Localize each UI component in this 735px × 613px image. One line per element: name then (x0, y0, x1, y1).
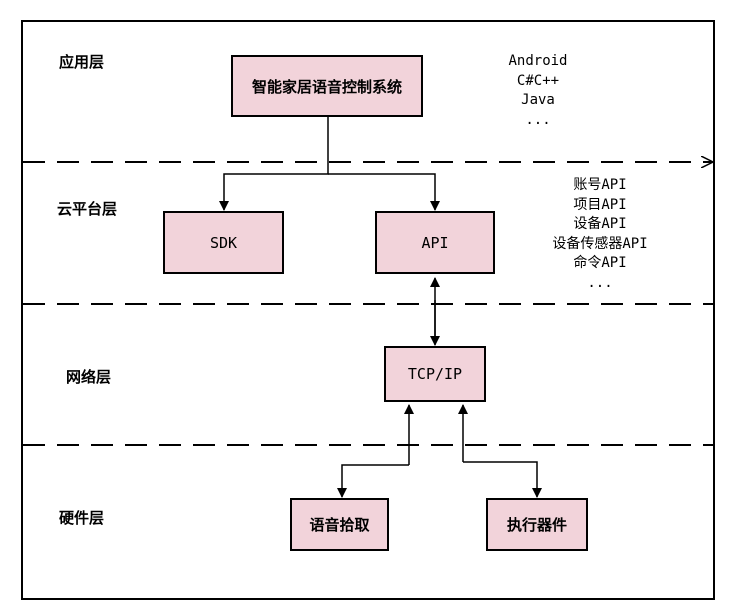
connector-tcpip-actuator (463, 461, 542, 498)
note-languages-line: Android (508, 53, 568, 69)
note-api-line: 设备传感器API (552, 235, 648, 252)
layer-label-cloud: 云平台层 (57, 200, 118, 218)
note-languages-line: ... (525, 111, 551, 128)
note-languages-line: Java (521, 92, 555, 108)
connector-system-sdk (219, 117, 329, 211)
layer-label-network: 网络层 (66, 368, 112, 386)
note-api-line: 命令API (573, 255, 627, 271)
box-api: API (375, 211, 495, 274)
box-sdk: SDK (163, 211, 284, 274)
note-apis: 账号API 项目API 设备API 设备传感器API 命令API ... (530, 176, 670, 293)
connector-system-api (328, 173, 440, 211)
note-languages: Android C#C++ Java ... (493, 52, 583, 130)
layer-label-application: 应用层 (59, 53, 105, 71)
note-api-line: ... (587, 274, 613, 291)
note-languages-line: C#C++ (516, 72, 560, 89)
note-api-line: 项目API (573, 196, 627, 213)
box-voice-pickup: 语音拾取 (290, 498, 389, 551)
connector-tcpip-voice (337, 464, 409, 498)
note-api-line: 账号API (573, 177, 627, 193)
box-system: 智能家居语音控制系统 (231, 55, 423, 117)
layer-label-hardware: 硬件层 (59, 509, 105, 527)
note-api-line: 设备API (573, 216, 627, 232)
box-tcpip: TCP/IP (384, 346, 486, 402)
diagram-frame (21, 20, 715, 600)
box-actuator: 执行器件 (486, 498, 588, 551)
